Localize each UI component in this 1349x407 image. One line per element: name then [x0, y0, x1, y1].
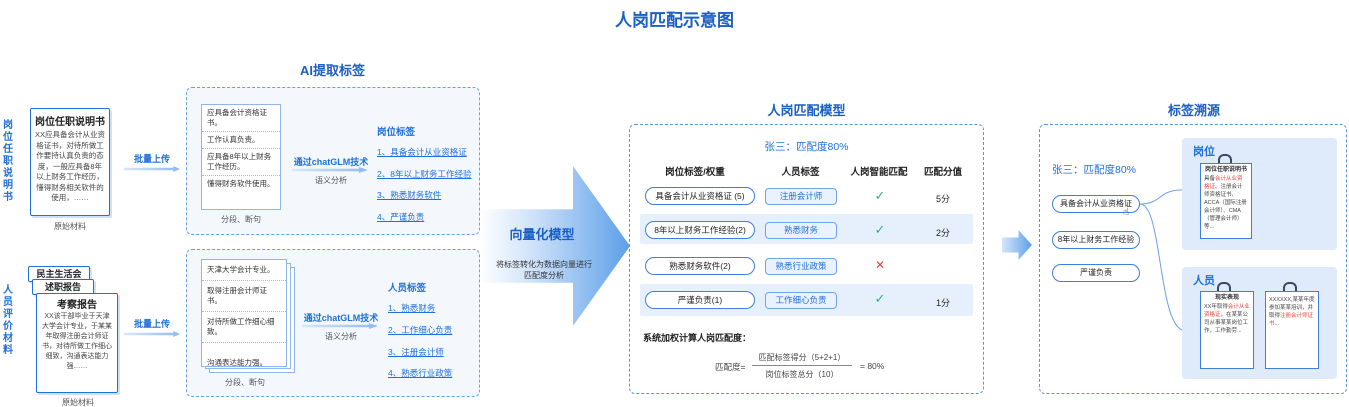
split-caption-top: 分段、断句: [221, 215, 261, 224]
raw-material-caption-bottom: 原始材料: [62, 398, 94, 407]
chatglm-label-top: 通过chatGLM技术: [293, 157, 369, 167]
upload-label-top: 批量上传: [133, 154, 170, 164]
post-sentence: 工作认真负责。: [202, 132, 280, 149]
post-tag-item[interactable]: 1、具备会计从业资格证: [377, 147, 467, 157]
person-side-label: 人员评价材料: [3, 285, 13, 356]
match-check-icon: ✓: [874, 291, 886, 306]
semantic-caption-top: 语义分析: [315, 176, 347, 185]
raw-material-caption-top: 原始材料: [54, 222, 86, 231]
person-tag-item[interactable]: 3、注册会计师: [388, 347, 444, 357]
row-person-tag[interactable]: 注册会计师: [765, 188, 837, 205]
row-person-tag[interactable]: 工作细心负责: [765, 292, 837, 309]
chatglm-label-bottom: 通过chatGLM技术: [303, 313, 379, 323]
row-post-tag[interactable]: 具备会计从业资格证 (5): [645, 187, 755, 205]
formula-result: = 80%: [860, 361, 885, 371]
person-tag-item[interactable]: 4、熟悉行业政策: [388, 368, 453, 378]
mismatch-cross-icon: ✕: [874, 258, 886, 272]
post-sentence: 应具备8年以上财务工作经历。: [202, 149, 280, 176]
match-check-icon: ✓: [874, 222, 886, 237]
trace-title: 标签溯源: [1167, 103, 1220, 118]
post-tag-title: 岗位标签: [377, 127, 416, 138]
trace-score-label: 张三：匹配度80%: [1052, 164, 1137, 176]
post-tag-item[interactable]: 2、8年以上财务工作经验: [377, 169, 472, 179]
clip-icon: [1217, 282, 1231, 292]
post-sentence: 应具备会计资格证书。: [202, 105, 280, 132]
row-post-tag[interactable]: 严谨负责(1): [645, 291, 755, 309]
highlighted-tag-text: 会计从业资格证: [1204, 304, 1250, 318]
trace-post-doc-title: 岗位任职说明书: [1204, 167, 1247, 173]
trace-tag[interactable]: 具备会计从业资格证: [1052, 195, 1140, 213]
trace-tag[interactable]: 8年以上财务工作经验: [1052, 231, 1140, 249]
trace-connector-lines: [1140, 189, 1183, 331]
inspection-report-title: 考察报告: [57, 300, 97, 311]
row-post-tag[interactable]: 熟悉财务软件(2): [645, 257, 755, 275]
row-score: 5分: [935, 194, 950, 204]
upload-label-bottom: 批量上传: [133, 319, 170, 329]
formula-lhs: 匹配度=: [715, 362, 746, 372]
post-doc-body: XX应具备会计从业资格证书，对待所做工作要持认真负责的态度，一般应具备8年以上财…: [35, 130, 106, 202]
formula-numerator: 匹配标签得分（5+2+1）: [752, 352, 852, 366]
trace-person-panel-title: 人员: [1193, 275, 1215, 287]
post-side-label: 岗位任职说明书: [3, 120, 13, 203]
row-score: 2分: [935, 228, 950, 238]
semantic-caption-bottom: 语义分析: [325, 332, 357, 341]
row-post-tag[interactable]: 8年以上财务工作经验(2): [645, 221, 755, 239]
trace-person-doc1-title: 现实表现: [1214, 295, 1239, 301]
post-tag-item[interactable]: 3、熟悉财务软件: [377, 190, 442, 200]
person-sentence: 沟通表达能力强。: [207, 358, 267, 367]
chatglm-arrow-bottom: [302, 323, 378, 329]
person-sentences-page: 天津大学会计专业。 取得注册会计师证书。 对待所做工作细心细致。 沟通表达能力强…: [201, 259, 287, 367]
clip-icon: [1283, 282, 1297, 292]
person-tag-title: 人员标签: [388, 283, 427, 294]
vector-model-desc: 将标签转化为数据向量进行匹配度分析: [496, 260, 592, 280]
person-sentence: 天津大学会计专业。: [202, 260, 286, 281]
cursor-icon: ☝: [1123, 207, 1130, 218]
trace-arrow: [1002, 230, 1032, 260]
post-sentences-page: 应具备会计资格证书。 工作认真负责。 应具备8年以上财务工作经历。 懂得财务软件…: [201, 104, 281, 210]
header-post-tag: 岗位标签/权重: [665, 167, 725, 178]
upload-arrow-top: [124, 166, 180, 172]
post-tag-item[interactable]: 4、严谨负责: [377, 212, 425, 222]
row-person-tag[interactable]: 熟悉行业政策: [765, 258, 837, 275]
post-description-doc: 岗位任职说明书 XX应具备会计从业资格证书，对待所做工作要持认真负责的态度，一般…: [30, 108, 110, 216]
trace-post-panel-title: 岗位: [1193, 146, 1215, 158]
clip-icon: [1218, 154, 1232, 164]
post-sentence: 懂得财务软件使用。: [207, 179, 275, 188]
inspection-report-doc: 考察报告 XX该干部毕业于天津大学会计专业，于某某年取得注册会计师证书，对待所做…: [36, 293, 118, 393]
vectorize-big-arrow: [480, 166, 630, 326]
row-score: 1分: [935, 298, 950, 308]
header-person-tag: 人员标签: [781, 167, 820, 178]
match-model-title: 人岗匹配模型: [767, 103, 846, 118]
trace-tag[interactable]: 严谨负责: [1052, 264, 1140, 282]
person-tag-item[interactable]: 2、工作细心负责: [388, 325, 453, 335]
diagram-title: 人岗匹配示意图: [615, 11, 734, 30]
chatglm-arrow-top: [292, 167, 368, 173]
person-tag-item[interactable]: 1、熟悉财务: [388, 303, 436, 313]
trace-person-doc2: XXXXXX,某某年度参加某某培训，并取得注册会计师证书...: [1265, 291, 1319, 369]
match-check-icon: ✓: [874, 188, 886, 203]
header-smart-match: 人岗智能匹配: [850, 167, 908, 178]
person-sentence: 取得注册会计师证书。: [202, 281, 286, 312]
header-match-score: 匹配分值: [923, 167, 962, 178]
trace-person-doc1: 现实表现 XX年取得会计从业资格证，在某某公司从事某某岗位工作，工作勤劳...: [1200, 291, 1254, 369]
post-doc-title: 岗位任职说明书: [35, 117, 105, 128]
vector-model-title: 向量化模型: [509, 227, 575, 242]
person-sentence: 对待所做工作细心细致。: [202, 312, 286, 343]
row-person-tag[interactable]: 熟悉财务: [765, 222, 837, 239]
formula-title: 系统加权计算人岗匹配度：: [643, 333, 752, 343]
inspection-report-body: XX该干部毕业于天津大学会计专业，于某某年取得注册会计师证书，对待所做工作细心细…: [42, 313, 112, 370]
ai-extract-title: AI提取标签: [299, 63, 365, 78]
highlighted-tag-text: 注册会计师证书: [1269, 313, 1314, 327]
formula-denominator: 岗位标签总分（10）: [765, 370, 839, 379]
match-score-label: 张三：匹配度80%: [764, 141, 849, 153]
upload-arrow-bottom: [124, 331, 180, 337]
highlighted-tag-text: 会计从业资格证: [1204, 176, 1243, 190]
trace-post-doc: 岗位任职说明书 具备会计从业资格证、注册会计师资格证书、ACCA（国际注册会计师…: [1200, 163, 1252, 239]
split-caption-bottom: 分段、断句: [225, 378, 265, 387]
